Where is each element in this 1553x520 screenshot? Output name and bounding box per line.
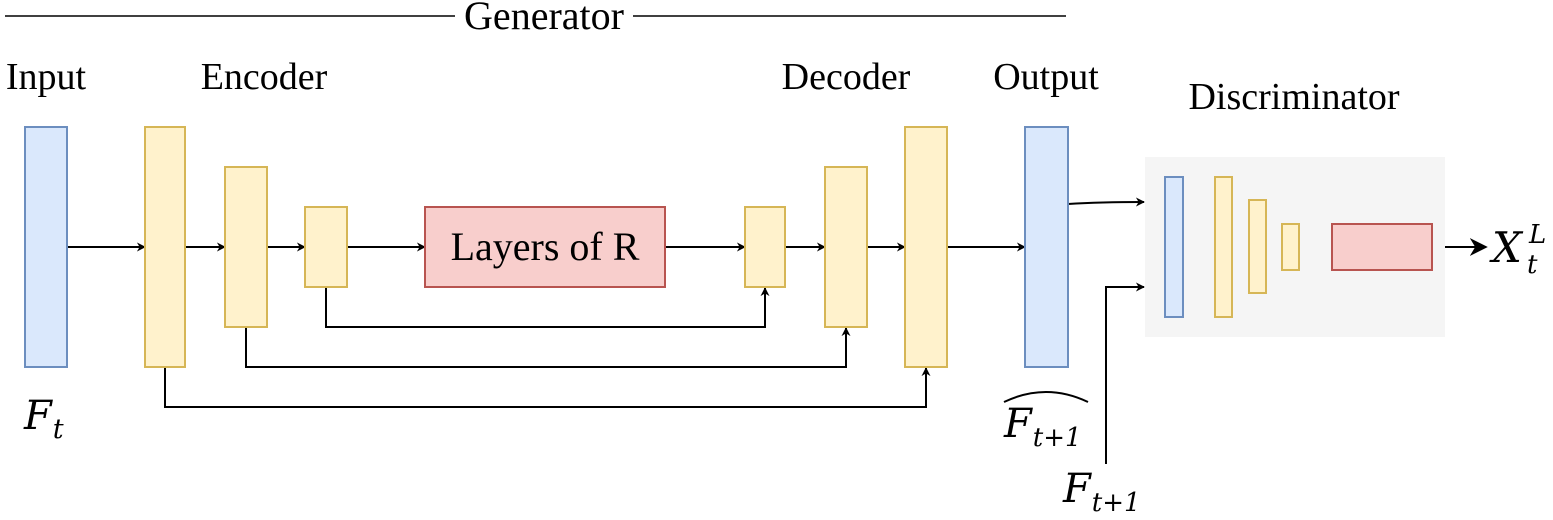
decoder-layer-3 xyxy=(904,126,948,368)
decoder-layer-2 xyxy=(824,166,868,328)
layers-of-r-label: Layers of R xyxy=(451,224,640,269)
output-block xyxy=(1024,126,1069,368)
arrow-real-to-discriminator xyxy=(1105,282,1145,464)
skip-connection-middle xyxy=(245,327,851,368)
encoder-layer-3 xyxy=(304,206,348,288)
result-variable: X xyxy=(1489,223,1524,272)
input-block xyxy=(24,126,68,368)
discriminator-dense-block xyxy=(1331,223,1433,271)
layers-of-r-block xyxy=(424,206,666,288)
discriminator-layer-2 xyxy=(1248,199,1267,294)
input-variable: Ft xyxy=(23,393,64,445)
encoder-layer-1 xyxy=(144,126,186,368)
generator-title: Generator xyxy=(464,0,624,38)
predicted-variable: Ft+1 xyxy=(1003,401,1082,453)
skip-connection-inner xyxy=(325,287,770,328)
result-superscript: L xyxy=(1528,220,1546,250)
real-variable: Ft+1 xyxy=(1062,466,1141,518)
skip-connection-outer xyxy=(164,367,931,408)
discriminator-layer-1 xyxy=(1214,176,1233,318)
encoder-layer-2 xyxy=(224,166,268,328)
decoder-layer-1 xyxy=(744,206,786,288)
encoder-label: Encoder xyxy=(201,56,328,98)
prediction-hat xyxy=(1003,391,1089,403)
output-label: Output xyxy=(993,56,1099,98)
arrow-output-to-discriminator xyxy=(1067,197,1145,207)
decoder-label: Decoder xyxy=(782,56,911,98)
discriminator-label: Discriminator xyxy=(1188,76,1399,118)
discriminator-input-layer xyxy=(1164,176,1184,318)
input-label: Input xyxy=(6,56,87,98)
discriminator-layer-3 xyxy=(1281,223,1300,271)
result-subscript: t xyxy=(1527,250,1538,280)
